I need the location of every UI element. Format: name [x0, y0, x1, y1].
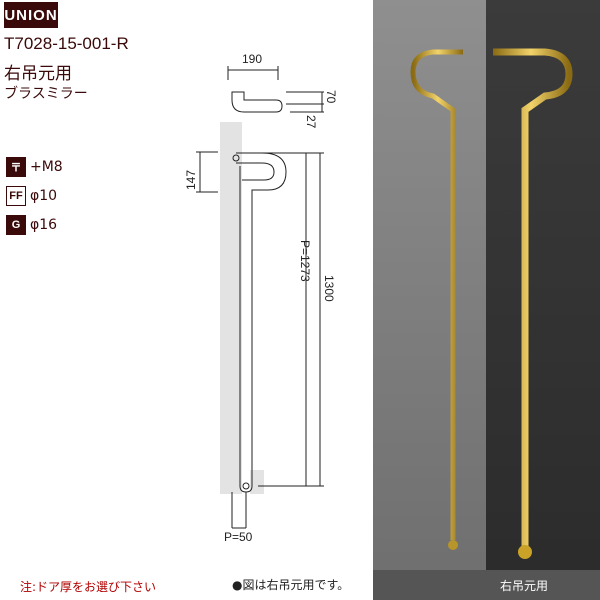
- top-view: [227, 66, 324, 113]
- spec-screw: 〒 +M8: [6, 157, 63, 177]
- photo-caption: 右吊元用: [500, 579, 549, 593]
- dim-top-height: 70: [324, 90, 338, 104]
- product-subtitle: 右吊元用: [4, 64, 72, 83]
- spec-value: φ16: [30, 217, 58, 233]
- spec-g: G φ16: [6, 215, 57, 235]
- spec-value: +M8: [30, 159, 63, 175]
- ff-icon: FF: [6, 186, 26, 206]
- door-section-bottom: [250, 470, 264, 494]
- door-section: [220, 122, 242, 494]
- dim-bottom-pitch: P=50: [224, 530, 253, 544]
- door-thickness-note: 注:ドア厚をお選び下さい: [20, 580, 157, 594]
- handle-side-view: [196, 151, 324, 529]
- union-logo: UNION: [4, 2, 58, 28]
- dim-pitch: P=1273: [298, 240, 312, 282]
- product-photo: [373, 0, 600, 600]
- product-finish: ブラスミラー: [4, 86, 88, 102]
- dim-top-width: 190: [242, 52, 263, 66]
- screw-icon: 〒: [6, 157, 26, 177]
- dim-top-thickness: 27: [304, 115, 318, 129]
- spec-value: φ10: [30, 188, 58, 204]
- technical-drawing: [196, 66, 324, 529]
- g-icon: G: [6, 215, 26, 235]
- spec-ff: FF φ10: [6, 186, 57, 206]
- product-code: T7028-15-001-R: [4, 34, 129, 53]
- dim-hook-height: 147: [184, 169, 198, 190]
- drawing-note: ●図は右吊元用です。: [232, 578, 350, 592]
- dim-total-length: 1300: [322, 275, 336, 302]
